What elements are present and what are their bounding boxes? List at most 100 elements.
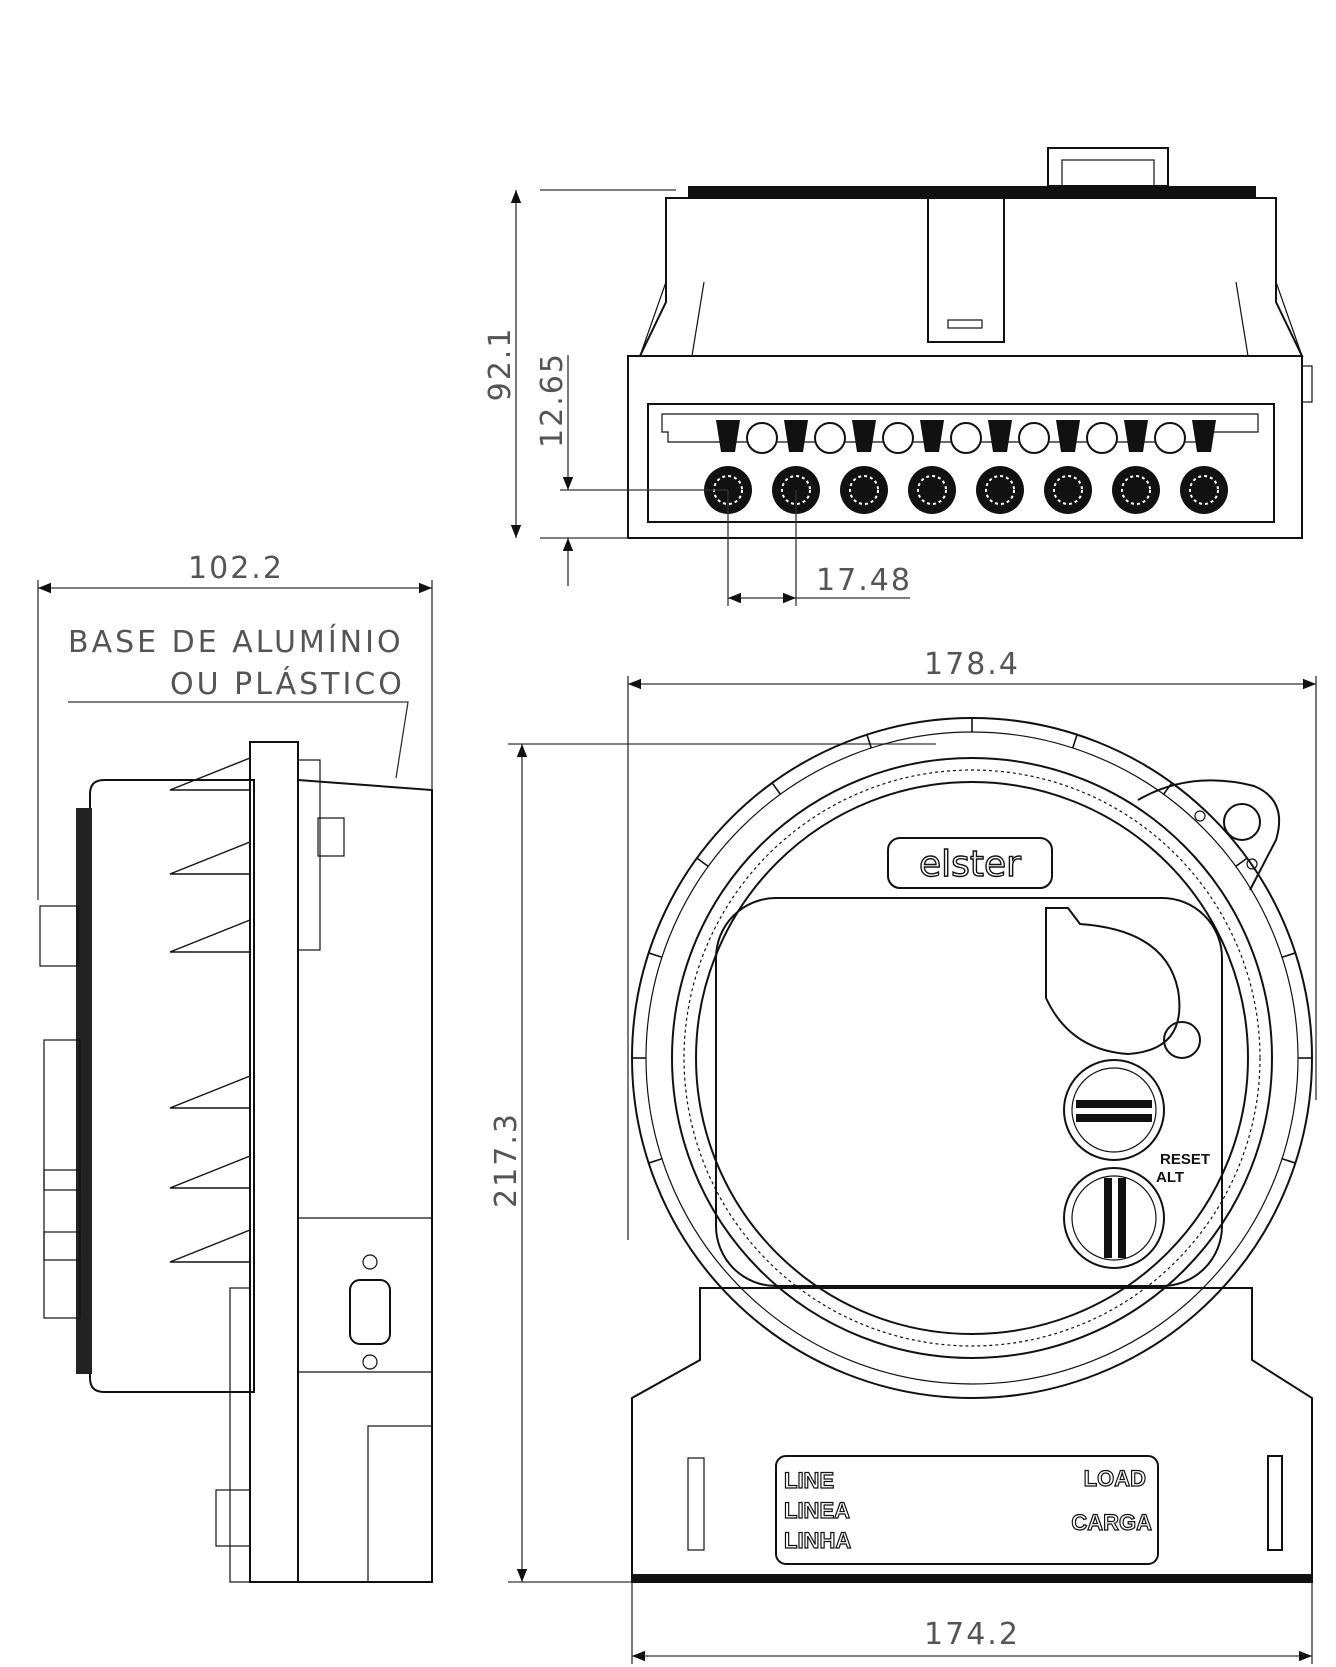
side-fin: [169, 757, 251, 791]
label-linha: LINHA: [784, 1528, 851, 1553]
display-window: [715, 897, 1223, 1287]
reset-label: RESET: [1160, 1151, 1210, 1168]
terminal-clamp: [784, 420, 808, 452]
brand-logo: elster: [919, 844, 1021, 885]
base-slot-left: [687, 1457, 705, 1551]
side-fin: [169, 919, 251, 953]
reset-slot-1: [1076, 1100, 1152, 1108]
terminal-clamp: [920, 420, 944, 452]
terminal-screw-thread: [1053, 475, 1083, 505]
dim-2173-label: 217.3: [489, 1112, 524, 1208]
terminal-screw: [976, 466, 1024, 514]
note-base-line1: BASE DE ALUMÍNIO: [68, 624, 404, 660]
terminal-holes: [716, 420, 1216, 454]
label-plate: [775, 1455, 1159, 1565]
ring-notch: [696, 857, 709, 868]
alt-slot-1: [1104, 1178, 1112, 1258]
terminal-screws: [704, 466, 1228, 514]
label-linea: LINEA: [784, 1498, 850, 1523]
terminal-hole: [814, 422, 846, 454]
ring-notch: [1281, 952, 1296, 959]
base-slot-right: [1267, 1455, 1283, 1551]
reset-button[interactable]: [1063, 1059, 1165, 1161]
terminal-screw: [1044, 466, 1092, 514]
side-clip-4: [43, 1231, 81, 1319]
top-clip-right: [1275, 281, 1303, 357]
terminal-hole: [746, 422, 778, 454]
top-latch-slot: [947, 319, 983, 329]
dim-1265-label: 12.65: [535, 352, 570, 448]
side-fin: [169, 1229, 251, 1263]
side-lower-pin: [215, 1489, 251, 1547]
alt-label: ALT: [1156, 1169, 1184, 1186]
side-fin: [169, 1075, 251, 1109]
seal-dot-1: [1194, 810, 1206, 822]
terminal-screw-thread: [1121, 475, 1151, 505]
serial-screw-top: [362, 1254, 378, 1270]
terminal-screw: [1180, 466, 1228, 514]
terminal-hole: [1018, 422, 1050, 454]
terminal-hole: [1086, 422, 1118, 454]
side-lower-block: [229, 1287, 251, 1583]
dim-1748-label: 17.48: [816, 563, 912, 598]
dim-1742-label: 174.2: [924, 1617, 1020, 1652]
ring-notch: [866, 734, 873, 749]
serial-screw-bottom: [362, 1354, 378, 1370]
seal-ear: [1137, 779, 1281, 891]
label-line: LINE: [784, 1468, 834, 1493]
note-base-line2: OU PLÁSTICO: [170, 666, 405, 702]
side-fins: [169, 757, 251, 1263]
brand-badge: [887, 837, 1053, 889]
base-edge: [632, 1574, 1312, 1582]
meter-ring-dashed: [683, 769, 1261, 1347]
optical-port-cover: [1045, 907, 1181, 1056]
top-clip-left: [639, 281, 667, 357]
side-clip-3: [43, 1169, 81, 1261]
side-clip-2: [43, 1039, 81, 1191]
terminal-screw: [908, 466, 956, 514]
terminal-hole: [950, 422, 982, 454]
side-flange-tab: [297, 759, 321, 951]
top-port-inner: [1061, 159, 1155, 187]
side-base: [297, 778, 433, 1583]
base-plate: [631, 1287, 1313, 1583]
dim-1784-label: 178.4: [924, 647, 1020, 682]
label-carga: CARGA: [1071, 1510, 1152, 1535]
top-port-block: [1047, 147, 1169, 187]
seal-dot-2: [1246, 858, 1258, 870]
top-body: [638, 197, 1304, 357]
terminal-hole: [1154, 422, 1186, 454]
top-clip-right-b: [1235, 281, 1249, 357]
reset-slot-2: [1076, 1114, 1152, 1122]
ring-notch: [771, 782, 782, 795]
side-base-slot: [367, 1425, 433, 1583]
side-nub: [317, 817, 345, 857]
alt-button[interactable]: [1063, 1167, 1165, 1269]
meter-ring-3: [671, 757, 1273, 1359]
seal-hole: [1223, 803, 1261, 841]
top-knurl: [688, 186, 1256, 198]
meter-inner-ring: [695, 781, 1249, 1335]
terminal-clamp: [716, 420, 740, 452]
terminal-screw-thread: [849, 475, 879, 505]
top-latch: [927, 195, 1005, 343]
terminal-clamp: [1124, 420, 1148, 452]
terminal-screw-thread: [1189, 475, 1219, 505]
terminal-clamp: [988, 420, 1012, 452]
terminal-clamp: [1192, 420, 1216, 452]
terminal-screw-thread: [781, 475, 811, 505]
terminal-screw-thread: [985, 475, 1015, 505]
dim-92-label: 92.1: [483, 327, 518, 402]
note-leader: [68, 701, 409, 779]
reset-button-ring: [1071, 1067, 1157, 1153]
side-clip-1: [39, 905, 79, 967]
meter-outer-ring: [631, 717, 1313, 1399]
ring-notch: [648, 952, 663, 959]
terminal-screw: [840, 466, 888, 514]
side-fin: [169, 1155, 251, 1189]
alt-slot-2: [1118, 1178, 1126, 1258]
terminal-screw-thread: [917, 475, 947, 505]
terminal-housing: [627, 355, 1303, 539]
ring-notch: [1235, 857, 1248, 868]
